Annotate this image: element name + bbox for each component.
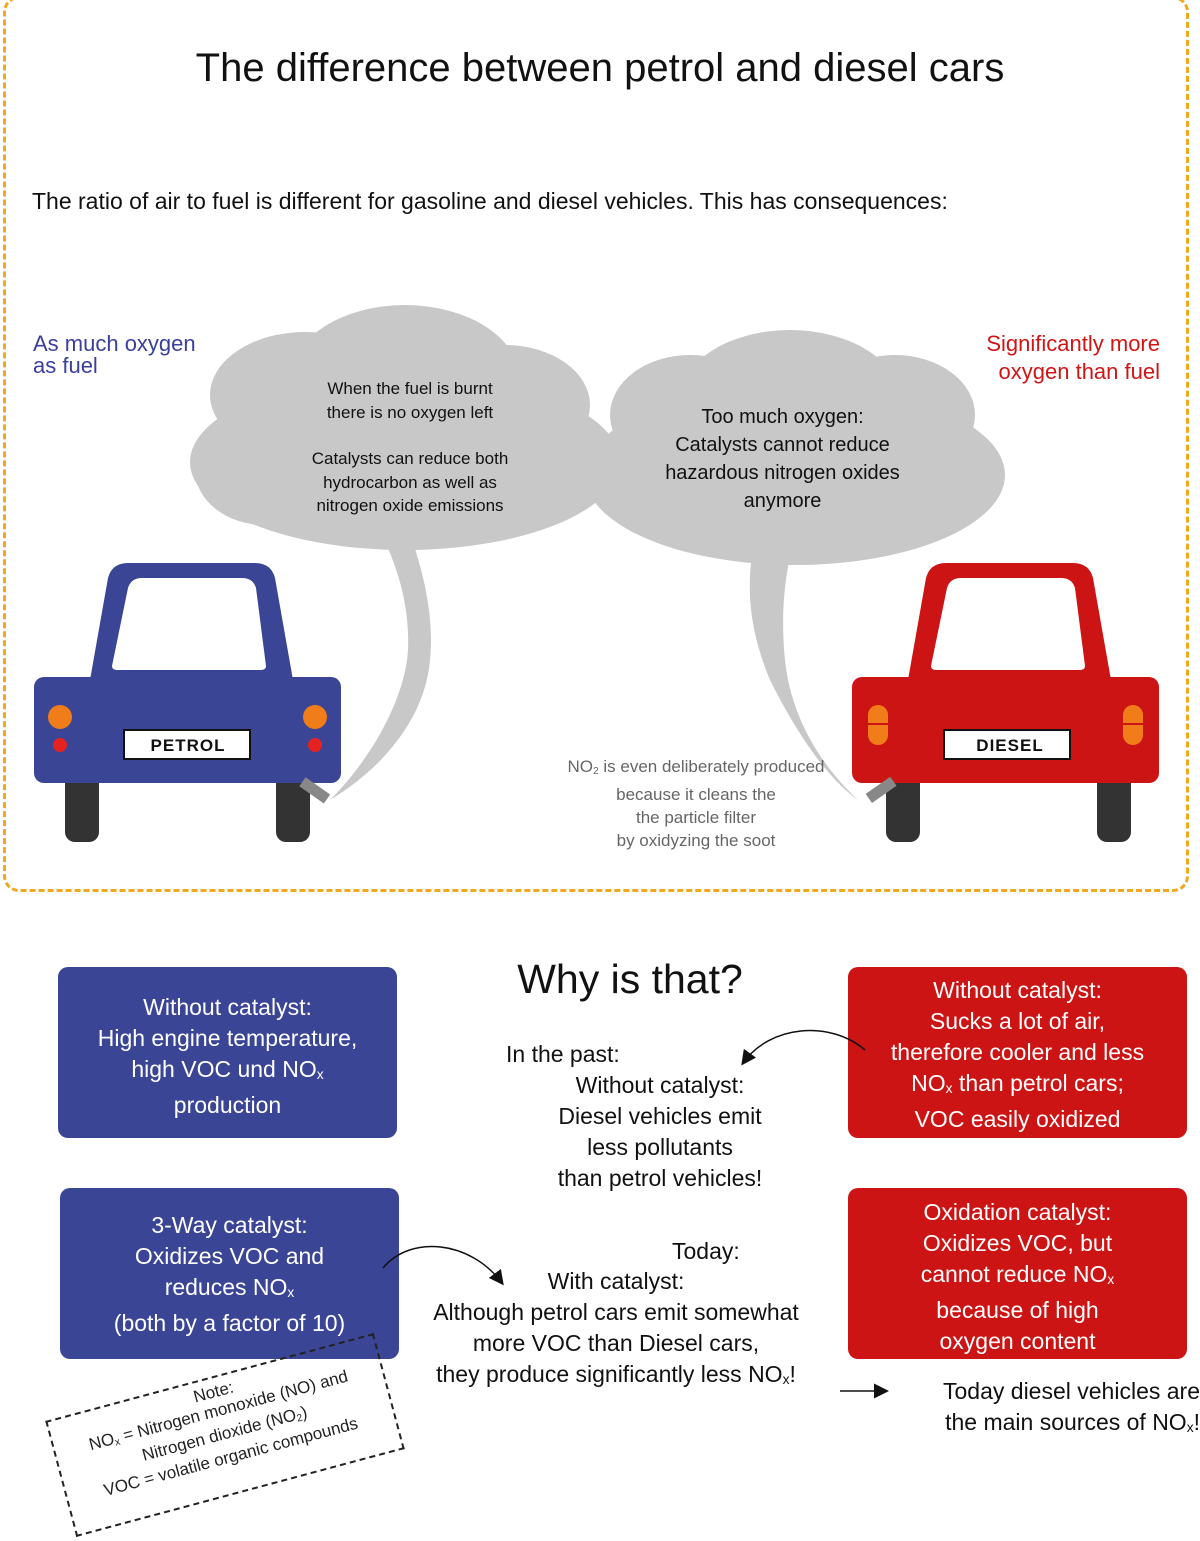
diesel-car: DIESEL bbox=[852, 563, 1159, 842]
no2-note: NO2 is even deliberately produced becaus… bbox=[567, 757, 825, 850]
diesel-plate bbox=[943, 729, 1071, 760]
diesel-plate-text: DIESEL bbox=[976, 736, 1043, 755]
diesel-without-catalyst-box: Without catalyst: Sucks a lot of air, th… bbox=[848, 967, 1187, 1138]
today-explanation: With catalyst: Although petrol cars emit… bbox=[433, 1268, 799, 1387]
diesel-exhaust-pipe bbox=[865, 776, 897, 803]
arrow-diesel-to-past bbox=[741, 1029, 866, 1066]
petrol-plate-text: PETROL bbox=[151, 736, 226, 755]
page-title: The difference between petrol and diesel… bbox=[195, 46, 1005, 90]
past-explanation: Without catalyst: Diesel vehicles emit l… bbox=[557, 1072, 763, 1191]
petrol-ratio-label: As much oxygen as fuel bbox=[33, 331, 196, 378]
conclusion-text: Today diesel vehicles are the main sourc… bbox=[943, 1378, 1200, 1435]
petrol-cloud-text: When the fuel is burnt there is no oxyge… bbox=[311, 379, 509, 515]
diesel-oxidation-catalyst-box: Oxidation catalyst: Oxidizes VOC, but ca… bbox=[848, 1188, 1187, 1359]
diesel-cloud-text: Too much oxygen: Catalysts cannot reduce… bbox=[665, 406, 900, 512]
petrol-without-catalyst-box: Without catalyst: High engine temperatur… bbox=[58, 967, 397, 1138]
petrol-plate bbox=[123, 729, 251, 760]
diesel-speech-cloud bbox=[585, 330, 1005, 800]
petrol-speech-cloud bbox=[190, 305, 620, 800]
past-label: In the past: bbox=[506, 1041, 620, 1067]
arrow-petrol-to-today bbox=[382, 1245, 504, 1286]
diesel-ratio-label: Significantly more oxygen than fuel bbox=[986, 331, 1160, 384]
why-heading: Why is that? bbox=[517, 956, 743, 1002]
cars-scene: PETROL DIESEL bbox=[34, 305, 1159, 842]
petrol-3way-catalyst-box: 3-Way catalyst: Oxidizes VOC and reduces… bbox=[60, 1188, 399, 1359]
petrol-car: PETROL bbox=[34, 563, 341, 842]
top-section-frame bbox=[3, 0, 1189, 892]
today-label: Today: bbox=[672, 1238, 740, 1264]
petrol-exhaust-pipe bbox=[299, 777, 331, 804]
intro-text: The ratio of air to fuel is different fo… bbox=[32, 188, 948, 214]
